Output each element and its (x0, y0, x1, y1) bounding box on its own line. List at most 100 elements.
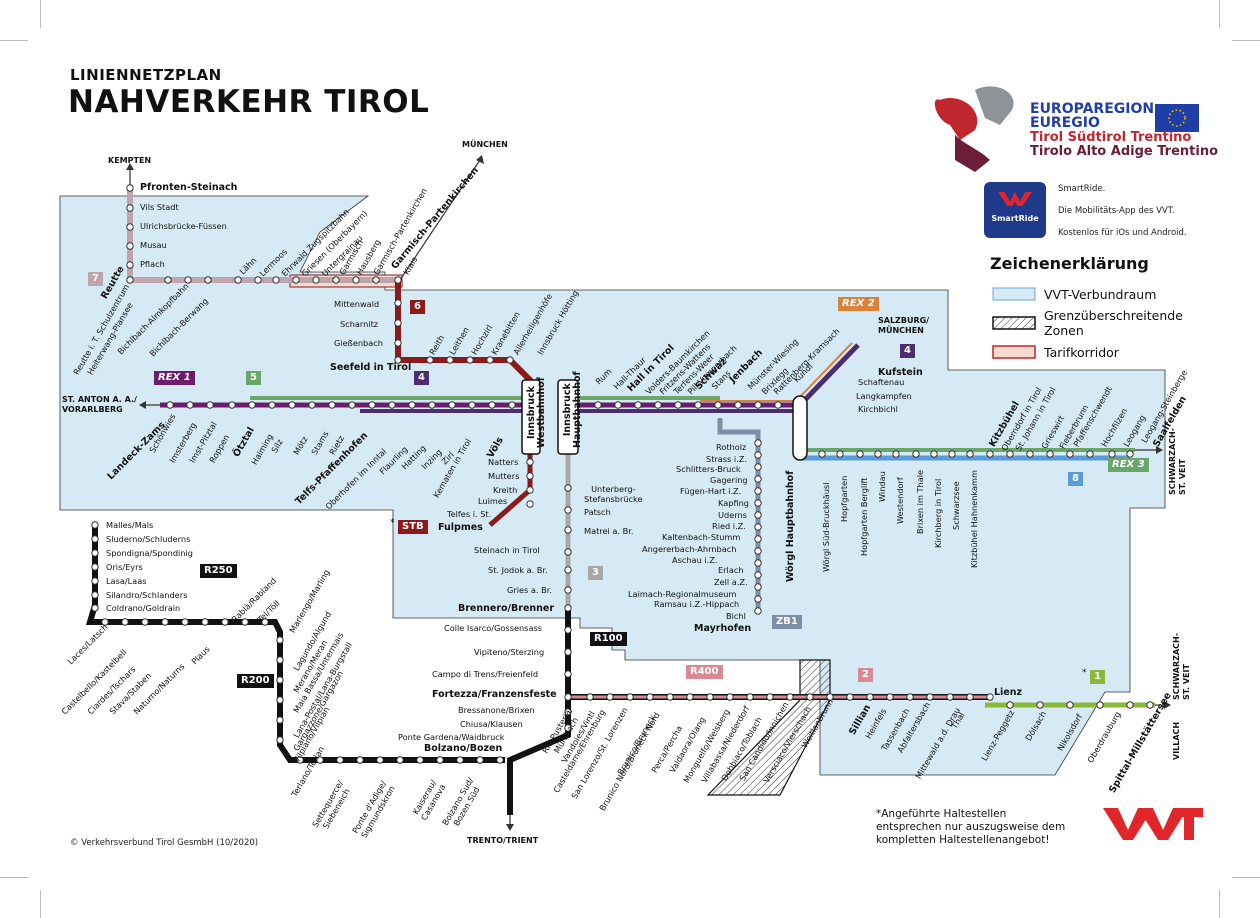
stop-r200-h-5 (396, 756, 404, 764)
station-label-fuegen: Fügen-Hart i.Z. (680, 486, 742, 496)
station-label-st-jodok: St. Jodok a. Br. (488, 565, 548, 575)
station-label-musau: Musau (140, 240, 167, 250)
station-label-kufstein: Kufstein (878, 367, 923, 378)
crop-mark (1219, 890, 1220, 918)
station-label-westendorf: Westendorf (895, 477, 905, 524)
dir-muenchen: MÜNCHEN (462, 140, 508, 149)
stop-s1-2 (1066, 701, 1074, 709)
station-label-kreith: Kreith (493, 485, 518, 495)
line-r100 (507, 608, 571, 815)
legend-item-cross-border-2: Zonen (1044, 323, 1084, 338)
station-label-malles: Malles/Mals (106, 520, 154, 530)
stop-s7-1 (164, 276, 172, 284)
station-label-kirchberg: Kirchberg in Tirol (933, 478, 943, 548)
station-label-kaltenbach: Kaltenbach-Stumm (662, 532, 741, 542)
station-label-schlitters: Schlitters-Bruck (676, 464, 741, 474)
station-label-ibk-west: Innsbruck Westbahnhof (526, 377, 547, 448)
stop-s7-4 (234, 276, 242, 284)
smartride-app-icon[interactable]: SmartRide (984, 182, 1046, 238)
legend-title: Zeichenerklärung (990, 254, 1149, 273)
stop-zb1-4 (754, 487, 762, 495)
stop-s8-11 (1026, 450, 1034, 458)
station-label-ramsau: Ramsau i.Z.-Hippach (654, 599, 740, 609)
crop-mark (0, 877, 28, 878)
stop-s8-14 (1086, 450, 1094, 458)
stop-inntal-w-15 (468, 401, 476, 409)
station-label-seefeld: Seefeld in Tirol (330, 362, 412, 373)
stop-inntal-e-8 (754, 401, 762, 409)
station-label-erlach: Erlach (718, 565, 744, 575)
station-label-gries: Gries a. Br. (507, 585, 552, 595)
stop-inntal-w-11 (388, 401, 396, 409)
badge-s2: 2 (858, 668, 873, 682)
stop-s7-north-1 (126, 204, 134, 212)
euregio-line3: Tirol Südtirol Trentino (1030, 130, 1192, 145)
stop-s8-4 (892, 450, 900, 458)
stop-r200-5 (276, 736, 284, 744)
stop-s8-12 (1046, 450, 1054, 458)
stop-r200-3 (276, 696, 284, 704)
stop-s3-4 (564, 566, 572, 574)
stop-r400-14 (866, 693, 874, 701)
arrow-trento-head (506, 824, 514, 831)
stop-s7-12 (394, 276, 402, 284)
station-label-coldrano: Coldrano/Goldrain (106, 603, 181, 613)
badge-s7: 7 (88, 272, 103, 286)
stop-r400-7 (726, 693, 734, 701)
stop-s7-north-2 (126, 223, 134, 231)
dir-villach: VILLACH (1172, 721, 1181, 760)
stop-zb1-0 (754, 439, 762, 447)
stop-r400-12 (826, 693, 834, 701)
station-label-ried: Ried i.Z. (712, 521, 746, 531)
euregio-logo-icon (934, 86, 1014, 172)
badge-r200: R200 (237, 674, 274, 688)
arrow-schwarzach-head (1156, 446, 1163, 454)
stop-inntal-w-13 (428, 401, 436, 409)
copyright: © Verkehrsverbund Tirol GesmbH (10/2020) (70, 838, 259, 848)
stop-r100-1 (564, 648, 572, 656)
stop-r250-0 (91, 521, 99, 529)
euregio-line2: EUREGIO (1030, 115, 1100, 131)
stop-inntal-w-3 (228, 401, 236, 409)
stop-inntal-w-10 (368, 401, 376, 409)
badge-s5: 5 (246, 371, 261, 385)
crop-mark (1232, 40, 1260, 41)
stop-r250-1 (91, 535, 99, 543)
station-label-oris: Oris/Eyrs (106, 562, 143, 572)
station-label-sluderno: Sluderno/Schluderns (106, 534, 191, 544)
stop-s6-h-2 (466, 356, 474, 364)
dir-st-anton: ST. ANTON A. A./ VORARLBERG (62, 395, 137, 414)
stop-s6-h-4 (506, 356, 514, 364)
station-label-fortezza: Fortezza/Franzensfeste (432, 689, 557, 700)
stop-s7-10 (352, 276, 360, 284)
stop-r400-13 (846, 693, 854, 701)
stop-r400-18 (946, 693, 954, 701)
stop-s7-7 (292, 276, 300, 284)
vvt-logo-icon (1103, 808, 1203, 840)
stop-inntal-w-12 (408, 401, 416, 409)
station-label-giessenbach: Gießenbach (334, 338, 383, 348)
station-label-angererbach: Angererbach-Ahrnbach (642, 544, 737, 554)
stop-r200-h-0 (296, 756, 304, 764)
stop-s3-3 (564, 548, 572, 556)
stop-r400-15 (886, 693, 894, 701)
station-label-scharnitz: Scharnitz (340, 319, 379, 329)
station-label-matrei: Matrei a. Br. (584, 526, 634, 536)
stop-s6-h-3 (486, 356, 494, 364)
stop-r100-0 (564, 626, 572, 634)
stop-r400-20 (986, 693, 994, 701)
badge-s4-east: 4 (900, 344, 915, 358)
stop-s8-10 (1006, 450, 1014, 458)
station-label-patsch: Patsch (584, 507, 611, 517)
stop-r250-h-2 (141, 618, 149, 626)
stop-s7-north-0 (126, 184, 134, 192)
stop-inntal-w-7 (308, 401, 316, 409)
station-label-chiusa: Chiusa/Klausen (460, 719, 523, 729)
station-label-woergl-sued: Wörgl Süd-Bruckhäusl (821, 482, 831, 572)
station-label-kitz-hahnenkamm: Kitzbühel Hahnenkamm (969, 470, 979, 568)
stop-s8-2 (856, 450, 864, 458)
stop-r100-2 (564, 670, 572, 678)
dir-schwarzach-top: SCHWARZACH- ST. VEIT (1168, 427, 1187, 495)
badge-rex1: REX 1 (154, 371, 195, 385)
